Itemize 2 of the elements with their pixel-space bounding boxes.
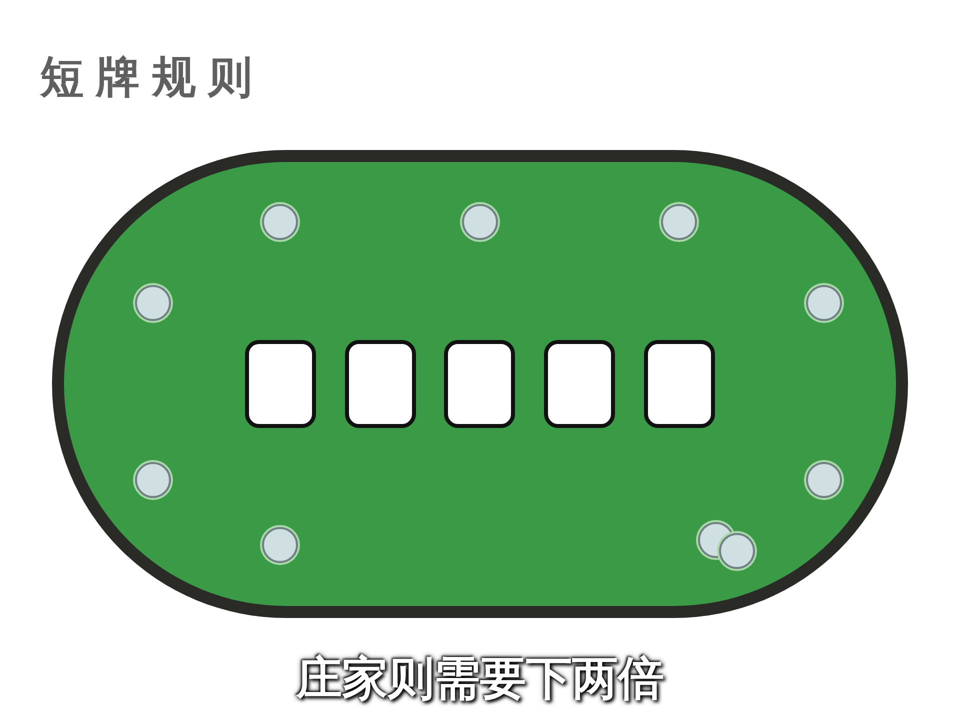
title: 短牌规则 [40,51,264,105]
caption: 庄家则需要下两倍 [296,651,664,705]
